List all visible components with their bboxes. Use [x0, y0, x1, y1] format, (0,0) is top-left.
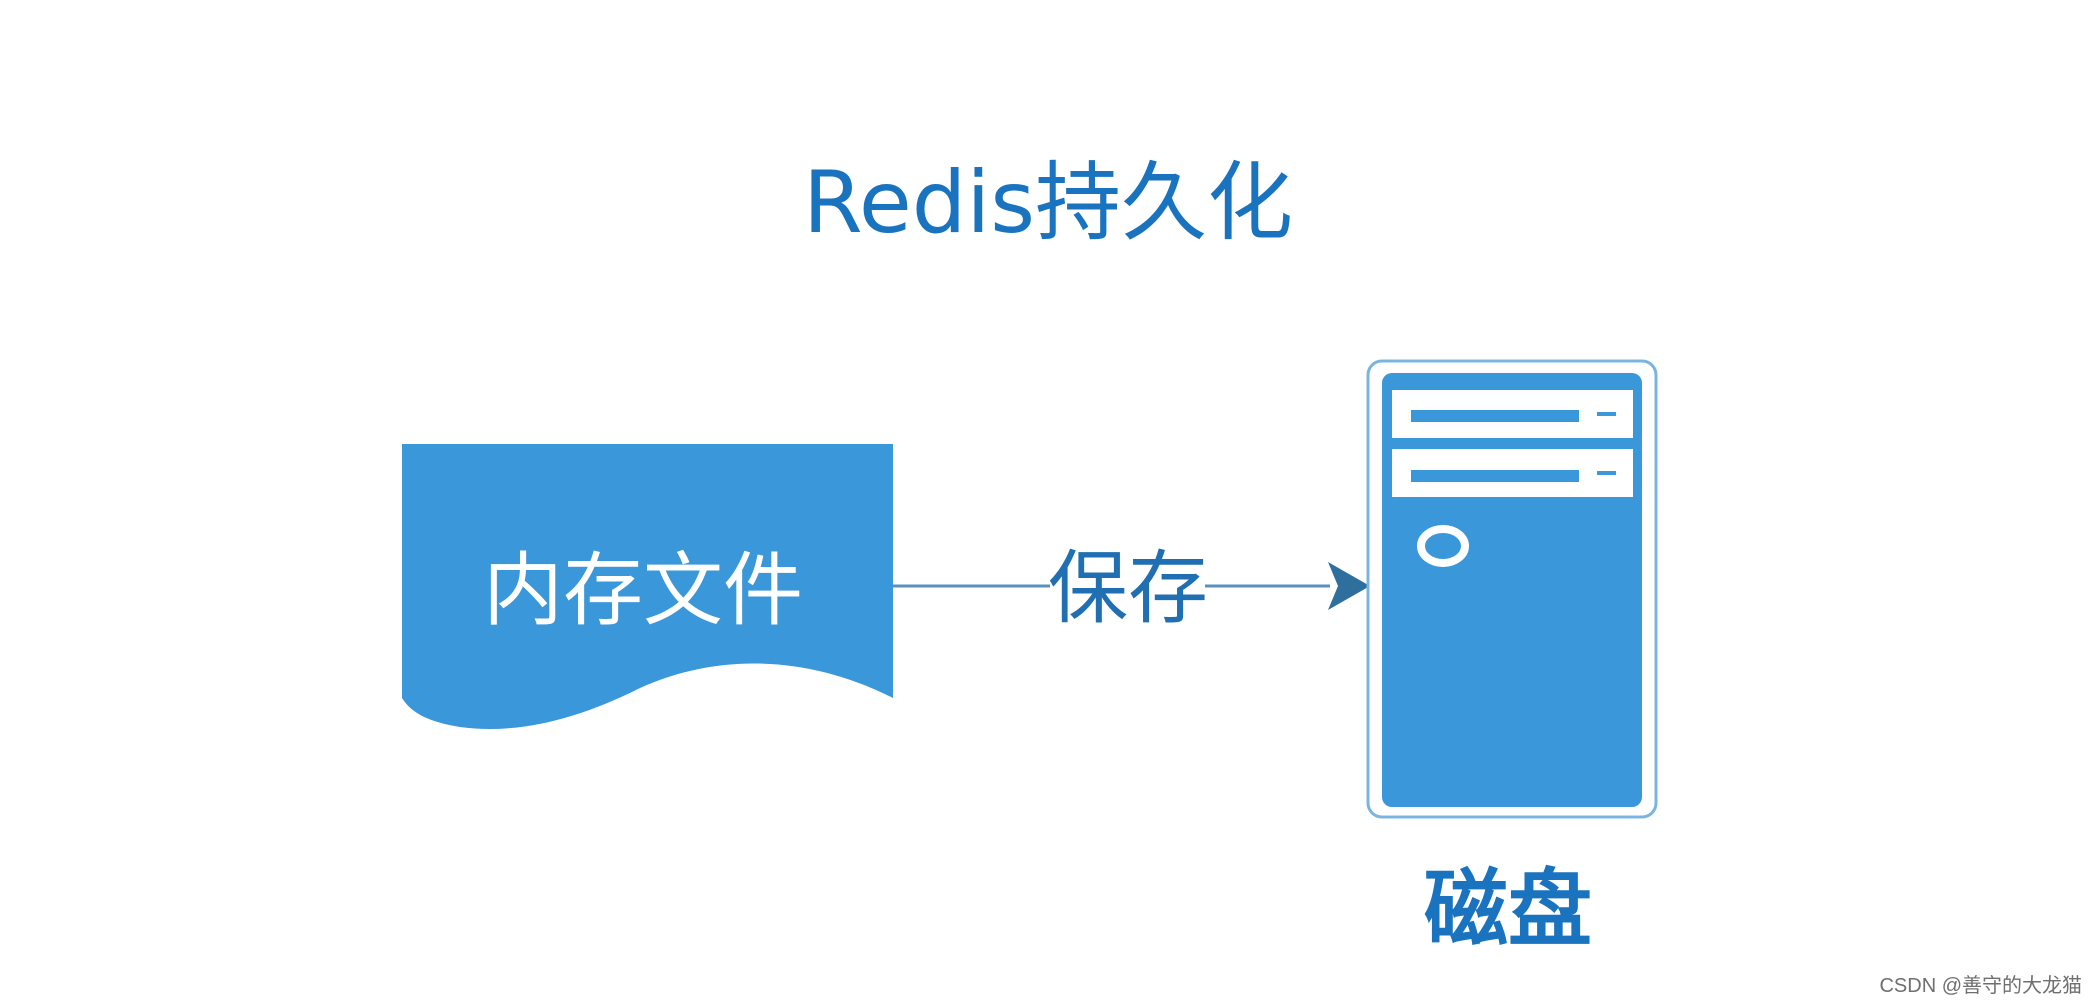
arrow-head — [1328, 562, 1370, 610]
server-body — [1382, 373, 1642, 807]
power-button-icon — [1417, 525, 1469, 567]
disk-label: 磁盘 — [1424, 860, 1592, 958]
drive-bay-1-indicator — [1597, 412, 1616, 416]
drive-bay-2-slot — [1411, 470, 1579, 482]
edge-label: 保存 — [1048, 542, 1208, 635]
csdn-watermark: CSDN @善守的大龙猫 — [1879, 975, 2082, 997]
diagram-title: Redis持久化 — [803, 153, 1293, 253]
drive-bay-1-slot — [1411, 410, 1579, 422]
drive-bay-2-indicator — [1597, 471, 1616, 475]
memory-file-node: 内存文件 — [402, 444, 893, 729]
disk-node: 磁盘 — [1366, 359, 1658, 958]
save-edge: 保存 — [893, 542, 1370, 635]
document-shape — [402, 444, 893, 729]
memory-file-label: 内存文件 — [483, 544, 803, 637]
